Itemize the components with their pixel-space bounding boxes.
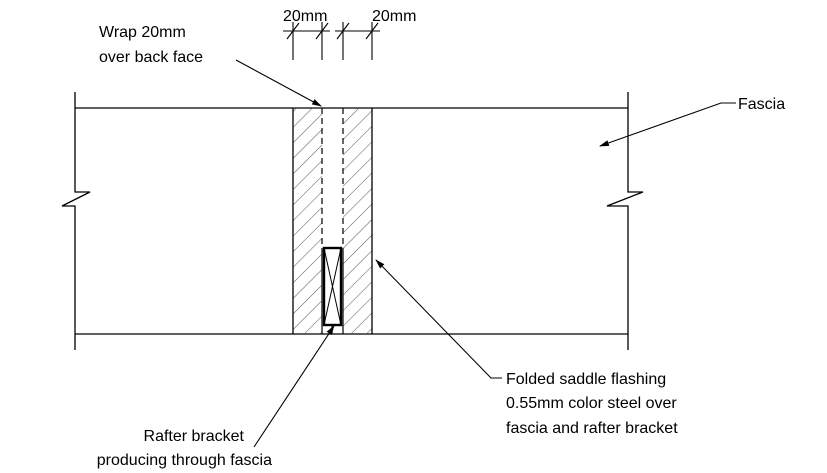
flashing-label-line3: fascia and rafter bracket xyxy=(506,420,678,437)
rafter-bracket xyxy=(322,246,343,334)
dim-tick-4 xyxy=(365,22,379,40)
flashing-label-line2: 0.55mm color steel over xyxy=(506,395,677,412)
left-break-line xyxy=(61,92,91,350)
bracket-leader-arrow xyxy=(253,325,335,448)
dimension-marks xyxy=(283,22,380,60)
bracket-label-line1: Rafter bracket xyxy=(144,428,245,445)
wrap-leader-arrow xyxy=(235,59,322,107)
saddle-flashing xyxy=(292,108,373,334)
wrap-label-line1: Wrap 20mm xyxy=(99,24,186,41)
flashing-label-line1: Folded saddle flashing xyxy=(506,371,666,388)
wrap-label-line2: over back face xyxy=(99,49,203,66)
dim-tick-2 xyxy=(315,22,329,40)
bracket-label-line2: producing through fascia xyxy=(97,452,272,469)
dim-label-right: 20mm xyxy=(372,8,416,25)
dim-tick-3 xyxy=(336,22,350,40)
flashing-leader-arrow xyxy=(375,259,502,379)
fascia-leader-arrow xyxy=(599,102,736,147)
leader-lines xyxy=(235,59,736,448)
fascia-label: Fascia xyxy=(738,96,785,113)
flashing-hatch-right xyxy=(343,108,372,334)
right-break-line xyxy=(606,92,644,350)
flashing-hatch-left xyxy=(293,108,322,334)
rafter-bracket-cross-b xyxy=(323,247,342,326)
dim-label-left: 20mm xyxy=(283,8,327,25)
dim-tick-1 xyxy=(286,22,300,40)
